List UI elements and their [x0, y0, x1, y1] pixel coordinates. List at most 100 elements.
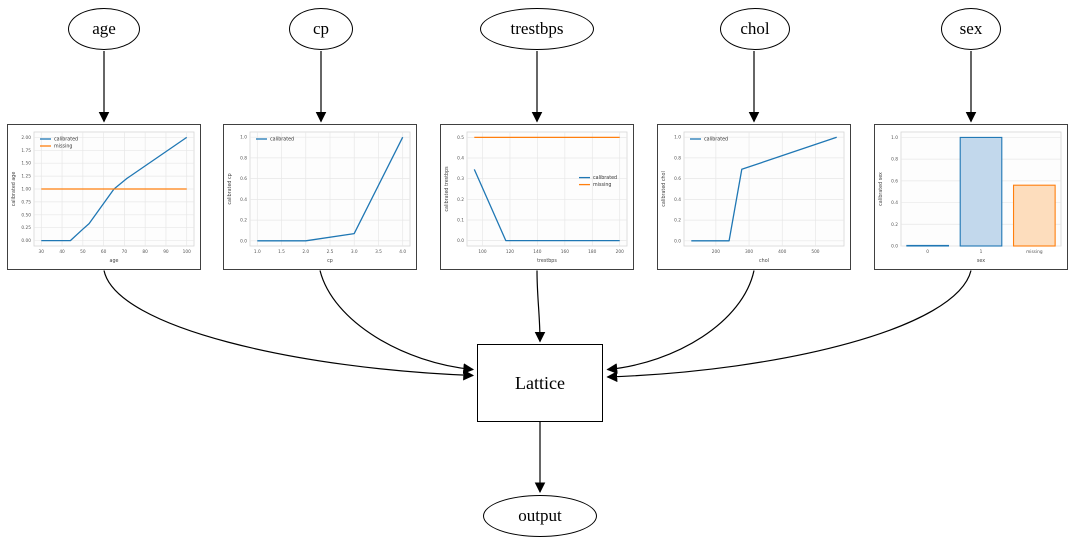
calibrated-line: [257, 136, 404, 242]
input-node-label: age: [92, 19, 116, 38]
x-tick-label: 200: [712, 249, 720, 255]
x-tick-label: 2.0: [302, 249, 309, 255]
x-tick-label: 30: [39, 249, 45, 255]
lattice-node-label: Lattice: [515, 372, 565, 393]
x-tick-label: 200: [616, 249, 624, 255]
y-tick-label: 0.2: [674, 218, 681, 224]
x-axis-label: chol: [759, 258, 769, 264]
y-tick-label: 1.0: [891, 135, 898, 141]
plot-area: [683, 131, 845, 247]
y-tick-label: 0.0: [457, 238, 464, 244]
gridlines: [684, 132, 844, 246]
x-tick-label: 160: [561, 249, 569, 255]
x-tick-label: 120: [506, 249, 514, 255]
input-node-trestbps: trestbps: [480, 8, 594, 50]
x-tick-label: 40: [59, 249, 65, 255]
x-axis-label: cp: [327, 259, 333, 264]
legend-label-missing: missing: [54, 144, 72, 150]
legend: calibrated: [256, 137, 294, 143]
calibration-plot-trestbps: 0.0 0.1 0.2 0.3 0.4 0.5 100 120 140 160 180 200 tres…: [440, 124, 634, 270]
y-axis-label: calibrated cp: [227, 173, 233, 204]
x-tick-label: 2.5: [327, 249, 334, 255]
y-tick-label: 0.0: [891, 244, 898, 250]
x-tick-label: 100: [183, 249, 191, 255]
y-tick-label: 0.2: [240, 218, 247, 224]
edge-calibrated-trestbps-to-lattice: [534, 270, 546, 343]
x-tick-label: 140: [533, 249, 541, 255]
output-node: output: [483, 495, 597, 537]
x-tick-label: 1: [980, 249, 983, 255]
calibrated-line: [691, 136, 837, 242]
x-axis-label: trestbps: [537, 258, 557, 264]
legend-label-calibrated: calibrated: [704, 137, 728, 143]
y-tick-label: 1.25: [21, 174, 31, 180]
y-tick-label: 0.6: [891, 178, 898, 184]
y-tick-label: 0.50: [21, 212, 31, 218]
legend-label-calibrated: calibrated: [54, 137, 78, 143]
y-tick-label: 0.00: [21, 238, 31, 244]
y-tick-label: 0.0: [240, 238, 247, 244]
x-tick-label: 50: [80, 249, 86, 255]
y-tick-label: 0.25: [21, 225, 31, 231]
legend-label-calibrated: calibrated: [270, 137, 294, 143]
calibrated-line: [473, 169, 620, 242]
x-tick-label: 100: [478, 249, 486, 255]
legend-label-calibrated: calibrated: [593, 175, 617, 181]
y-tick-label: 0.4: [240, 197, 247, 203]
legend-label-missing: missing: [593, 182, 611, 188]
y-tick-label: 1.00: [21, 187, 31, 193]
x-tick-label: 1.5: [278, 249, 285, 255]
x-tick-label: 3.5: [375, 249, 382, 255]
y-tick-label: 0.1: [457, 217, 464, 223]
x-tick-label: missing: [1026, 249, 1043, 255]
chart-trestbps: 0.0 0.1 0.2 0.3 0.4 0.5 100 120 140 160 180 200 tres…: [444, 131, 628, 264]
y-tick-label: 0.4: [457, 156, 464, 162]
input-node-label: sex: [959, 19, 983, 38]
input-node-label: trestbps: [510, 19, 564, 38]
edge-calibrated-cp-to-lattice: [319, 270, 475, 374]
x-tick-label: 300: [745, 249, 753, 255]
x-tick-label: 70: [122, 249, 128, 255]
plot-area: [466, 131, 628, 247]
x-tick-label: 90: [163, 249, 169, 255]
y-tick-label: 0.75: [21, 199, 31, 205]
y-tick-label: 0.3: [457, 176, 464, 182]
x-tick-label: 400: [778, 249, 786, 255]
bar-missing: [1012, 184, 1056, 247]
y-axis-label: calibrated trestbps: [444, 166, 450, 212]
output-node-label: output: [518, 506, 562, 525]
y-tick-label: 0.8: [674, 155, 681, 161]
y-axis-label: calibrated age: [11, 172, 17, 207]
y-tick-label: 0.5: [457, 135, 464, 141]
bar-1: [959, 136, 1003, 247]
y-tick-label: 0.2: [457, 197, 464, 203]
input-node-cp: cp: [289, 8, 353, 50]
y-tick-label: 2.00: [21, 135, 31, 141]
y-tick-label: 1.0: [240, 135, 247, 141]
input-node-label: chol: [740, 19, 770, 38]
x-tick-label: 4.0: [399, 249, 406, 255]
y-tick-label: 0.2: [891, 222, 898, 228]
y-tick-label: 1.50: [21, 161, 31, 167]
x-tick-label: 180: [588, 249, 596, 255]
bar-0: [906, 244, 950, 247]
y-tick-label: 0.4: [674, 197, 681, 203]
x-axis-label: sex: [977, 259, 985, 264]
x-tick-label: 60: [101, 249, 107, 255]
edge-calibrated-age-to-lattice: [103, 270, 475, 381]
input-node-age: age: [68, 8, 140, 50]
edge-calibrated-sex-to-lattice: [606, 270, 972, 383]
y-tick-label: 0.6: [240, 176, 247, 182]
x-tick-label: 0: [926, 249, 929, 255]
input-node-label: cp: [312, 19, 330, 38]
